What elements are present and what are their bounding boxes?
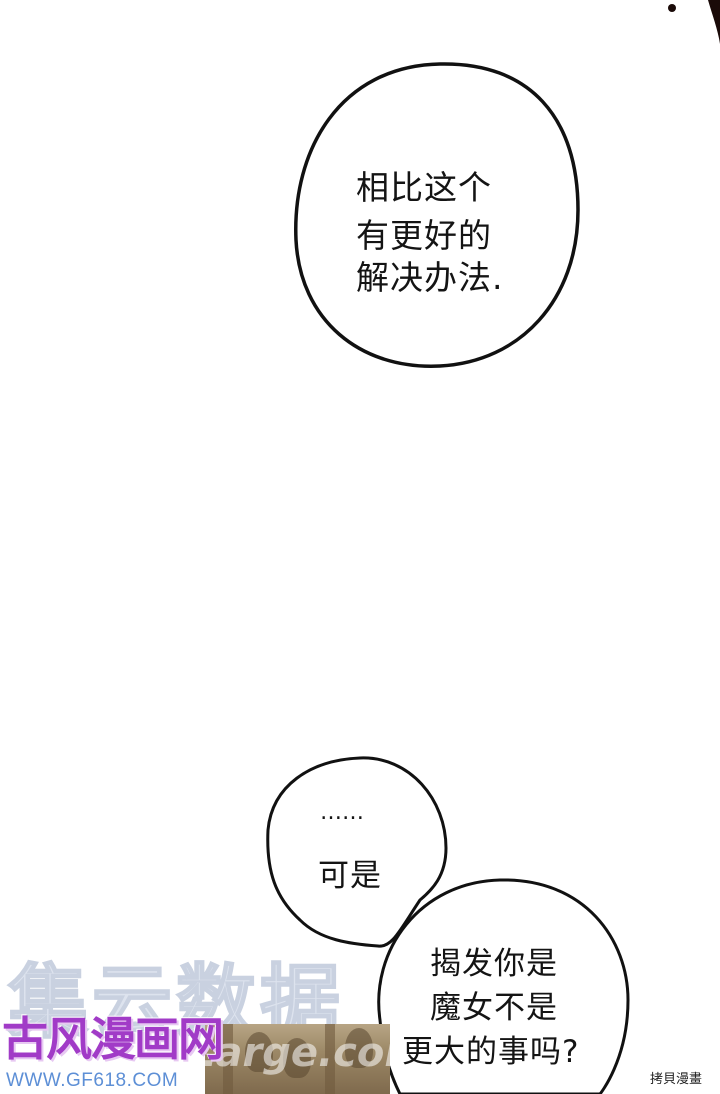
corner-stamp: 拷貝漫畫 <box>650 1072 703 1087</box>
bubble-right-line-1: 揭发你是 <box>430 946 558 982</box>
bubble-right-line-2: 魔女不是 <box>430 990 558 1026</box>
hair-stroke-art <box>668 0 720 44</box>
bubble-left-outline <box>266 756 448 948</box>
next-panel-preview <box>205 1024 390 1094</box>
watermark-logo: 古风漫画网 <box>2 1012 224 1066</box>
bubble-left-ellipsis: …… <box>320 800 364 825</box>
bubble-top-line-1: 相比这个 <box>356 168 492 207</box>
watermark-ghost-text: Large.com <box>190 1030 427 1076</box>
bubble-left-line: 可是 <box>318 858 382 894</box>
bubble-top-outline <box>294 62 580 368</box>
bubble-top-line-3: 解决办法. <box>356 258 504 297</box>
watermark-url: WWW.GF618.COM <box>6 1070 179 1091</box>
bubble-top-line-2: 有更好的 <box>356 216 492 255</box>
bubble-right-line-3: 更大的事吗? <box>402 1034 580 1070</box>
